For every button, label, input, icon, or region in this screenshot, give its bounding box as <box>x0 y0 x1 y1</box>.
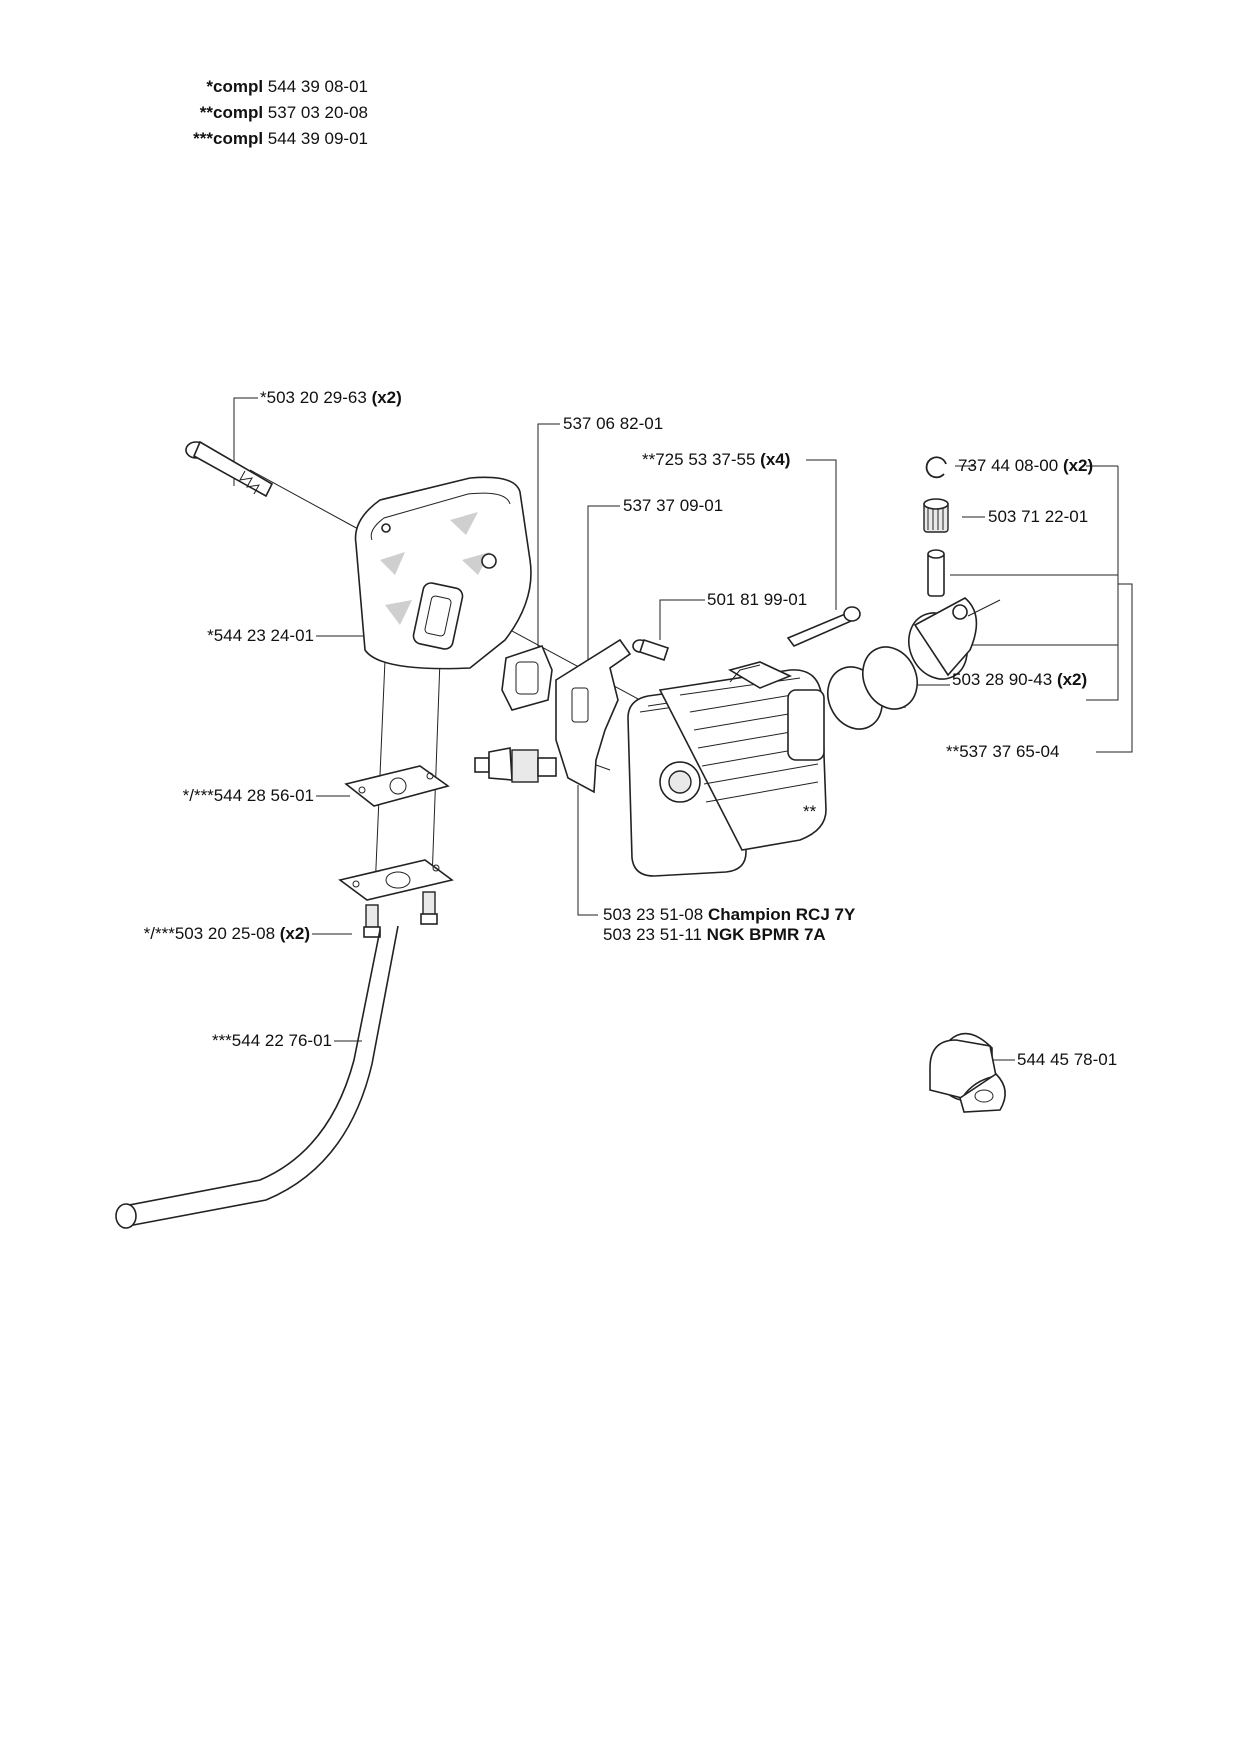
label-long-bolt: *503 20 29-63 (x2) <box>260 388 402 407</box>
compl-list: *compl 544 39 08-01 **compl 537 03 20-08… <box>100 74 368 152</box>
label-clamp: 544 45 78-01 <box>1017 1050 1118 1069</box>
screws-drawing <box>632 606 861 662</box>
label-circlip: 737 44 08-00 (x2) <box>958 456 1094 475</box>
piston-rings-drawing <box>827 646 918 730</box>
spark-plug-line-1: 503 23 51-08 Champion RCJ 7Y <box>603 905 856 924</box>
label-exhaust-pipe: ***544 22 76-01 <box>211 1031 332 1050</box>
spark-plug-line-2: 503 23 51-11 NGK BPMR 7A <box>603 925 826 944</box>
label-needle-bearing: 503 71 22-01 <box>988 507 1089 526</box>
label-bottom-screws: */***503 20 25-08 (x2) <box>143 924 310 943</box>
flange-gasket-drawing <box>501 645 553 711</box>
label-piston-rings: 503 28 90-43 (x2) <box>952 670 1088 689</box>
label-gasket-top: 537 06 82-01 <box>563 414 664 433</box>
bracket-bottom-drawing <box>338 859 454 901</box>
label-heat-plate: 537 37 09-01 <box>623 496 724 515</box>
leader-lines <box>233 397 1133 1061</box>
cylinder-drawing <box>627 661 827 877</box>
compl-row-3: ***compl 544 39 09-01 <box>193 129 368 148</box>
heat-plate-drawing <box>555 638 632 794</box>
long-bolt-drawing <box>185 440 274 498</box>
bracket-top-drawing <box>344 765 450 807</box>
clamp-drawing <box>929 1032 1006 1113</box>
label-small-screw: 501 81 99-01 <box>707 590 808 609</box>
label-spark-plug: 503 23 51-08 Champion RCJ 7Y 503 23 51-1… <box>603 905 855 945</box>
muffler-drawing <box>354 476 532 670</box>
label-muffler: *544 23 24-01 <box>207 626 314 645</box>
bottom-screws-drawing <box>363 891 438 938</box>
compl-row-2: **compl 537 03 20-08 <box>199 103 368 122</box>
compl-row-1: *compl 544 39 08-01 <box>206 77 368 96</box>
spark-plug-drawing <box>474 747 557 783</box>
wrist-pin-drawing <box>927 549 945 597</box>
label-cylinder-screws: **725 53 37-55 (x4) <box>642 450 791 469</box>
label-piston-kit: **537 37 65-04 <box>946 742 1060 761</box>
piston-drawing <box>908 597 1001 680</box>
needle-bearing-drawing <box>923 498 949 533</box>
exhaust-pipe-drawing <box>115 925 399 1229</box>
circlip-drawing <box>925 456 947 479</box>
label-bracket-top: */***544 28 56-01 <box>182 786 314 805</box>
label-cylinder: ** <box>803 802 817 821</box>
